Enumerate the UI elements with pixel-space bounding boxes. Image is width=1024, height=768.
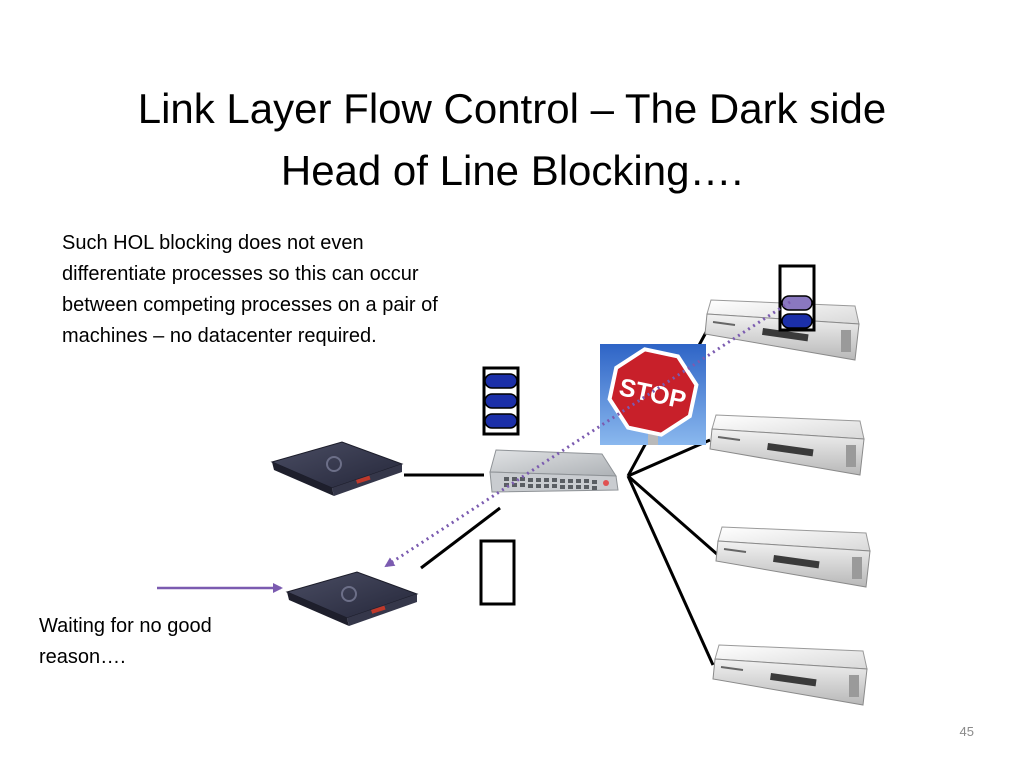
- waiting-note-line: reason….: [39, 646, 126, 668]
- hol-note-line: differentiate processes so this can occu…: [62, 263, 419, 285]
- page-number: 45: [959, 724, 974, 739]
- hol-note: Such HOL blocking does not even differen…: [62, 228, 438, 352]
- network-switch-icon: [489, 449, 619, 493]
- link-switch-server4: [626, 475, 715, 666]
- waiting-note-line: Waiting for no good: [39, 615, 212, 637]
- hol-note-line: Such HOL blocking does not even: [62, 232, 364, 254]
- rack-server-icon: [704, 299, 860, 361]
- link-switch-server2: [627, 438, 711, 478]
- blue-packet: [781, 313, 813, 329]
- rack-server-icon: [712, 644, 868, 706]
- link-switch-server3: [627, 474, 719, 557]
- host-machine-icon: [285, 571, 419, 626]
- packet-queue-icon: [778, 264, 816, 332]
- blue-packet: [484, 413, 518, 429]
- title-line-2: Head of Line Blocking….: [280, 147, 744, 194]
- blue-packet: [484, 373, 518, 389]
- rack-server-icon: [709, 414, 865, 476]
- packet-queue-icon: [479, 539, 516, 606]
- waiting-note: Waiting for no good reason….: [39, 611, 212, 673]
- hol-note-line: between competing processes on a pair of: [62, 294, 438, 316]
- hol-note-line: machines – no datacenter required.: [62, 325, 377, 347]
- stop-sign-icon: STOP: [600, 344, 706, 445]
- blocked-flow-arrow: [384, 300, 791, 568]
- slide-title: Link Layer Flow Control – The Dark side …: [60, 78, 964, 202]
- title-line-1: Link Layer Flow Control – The Dark side: [137, 85, 887, 132]
- blue-packet: [484, 393, 518, 409]
- rack-server-icon: [715, 526, 871, 588]
- purple-packet: [781, 295, 813, 311]
- host-machine-icon: [270, 441, 404, 496]
- link-host2-switch: [420, 506, 501, 570]
- packet-queue-icon: [482, 366, 520, 436]
